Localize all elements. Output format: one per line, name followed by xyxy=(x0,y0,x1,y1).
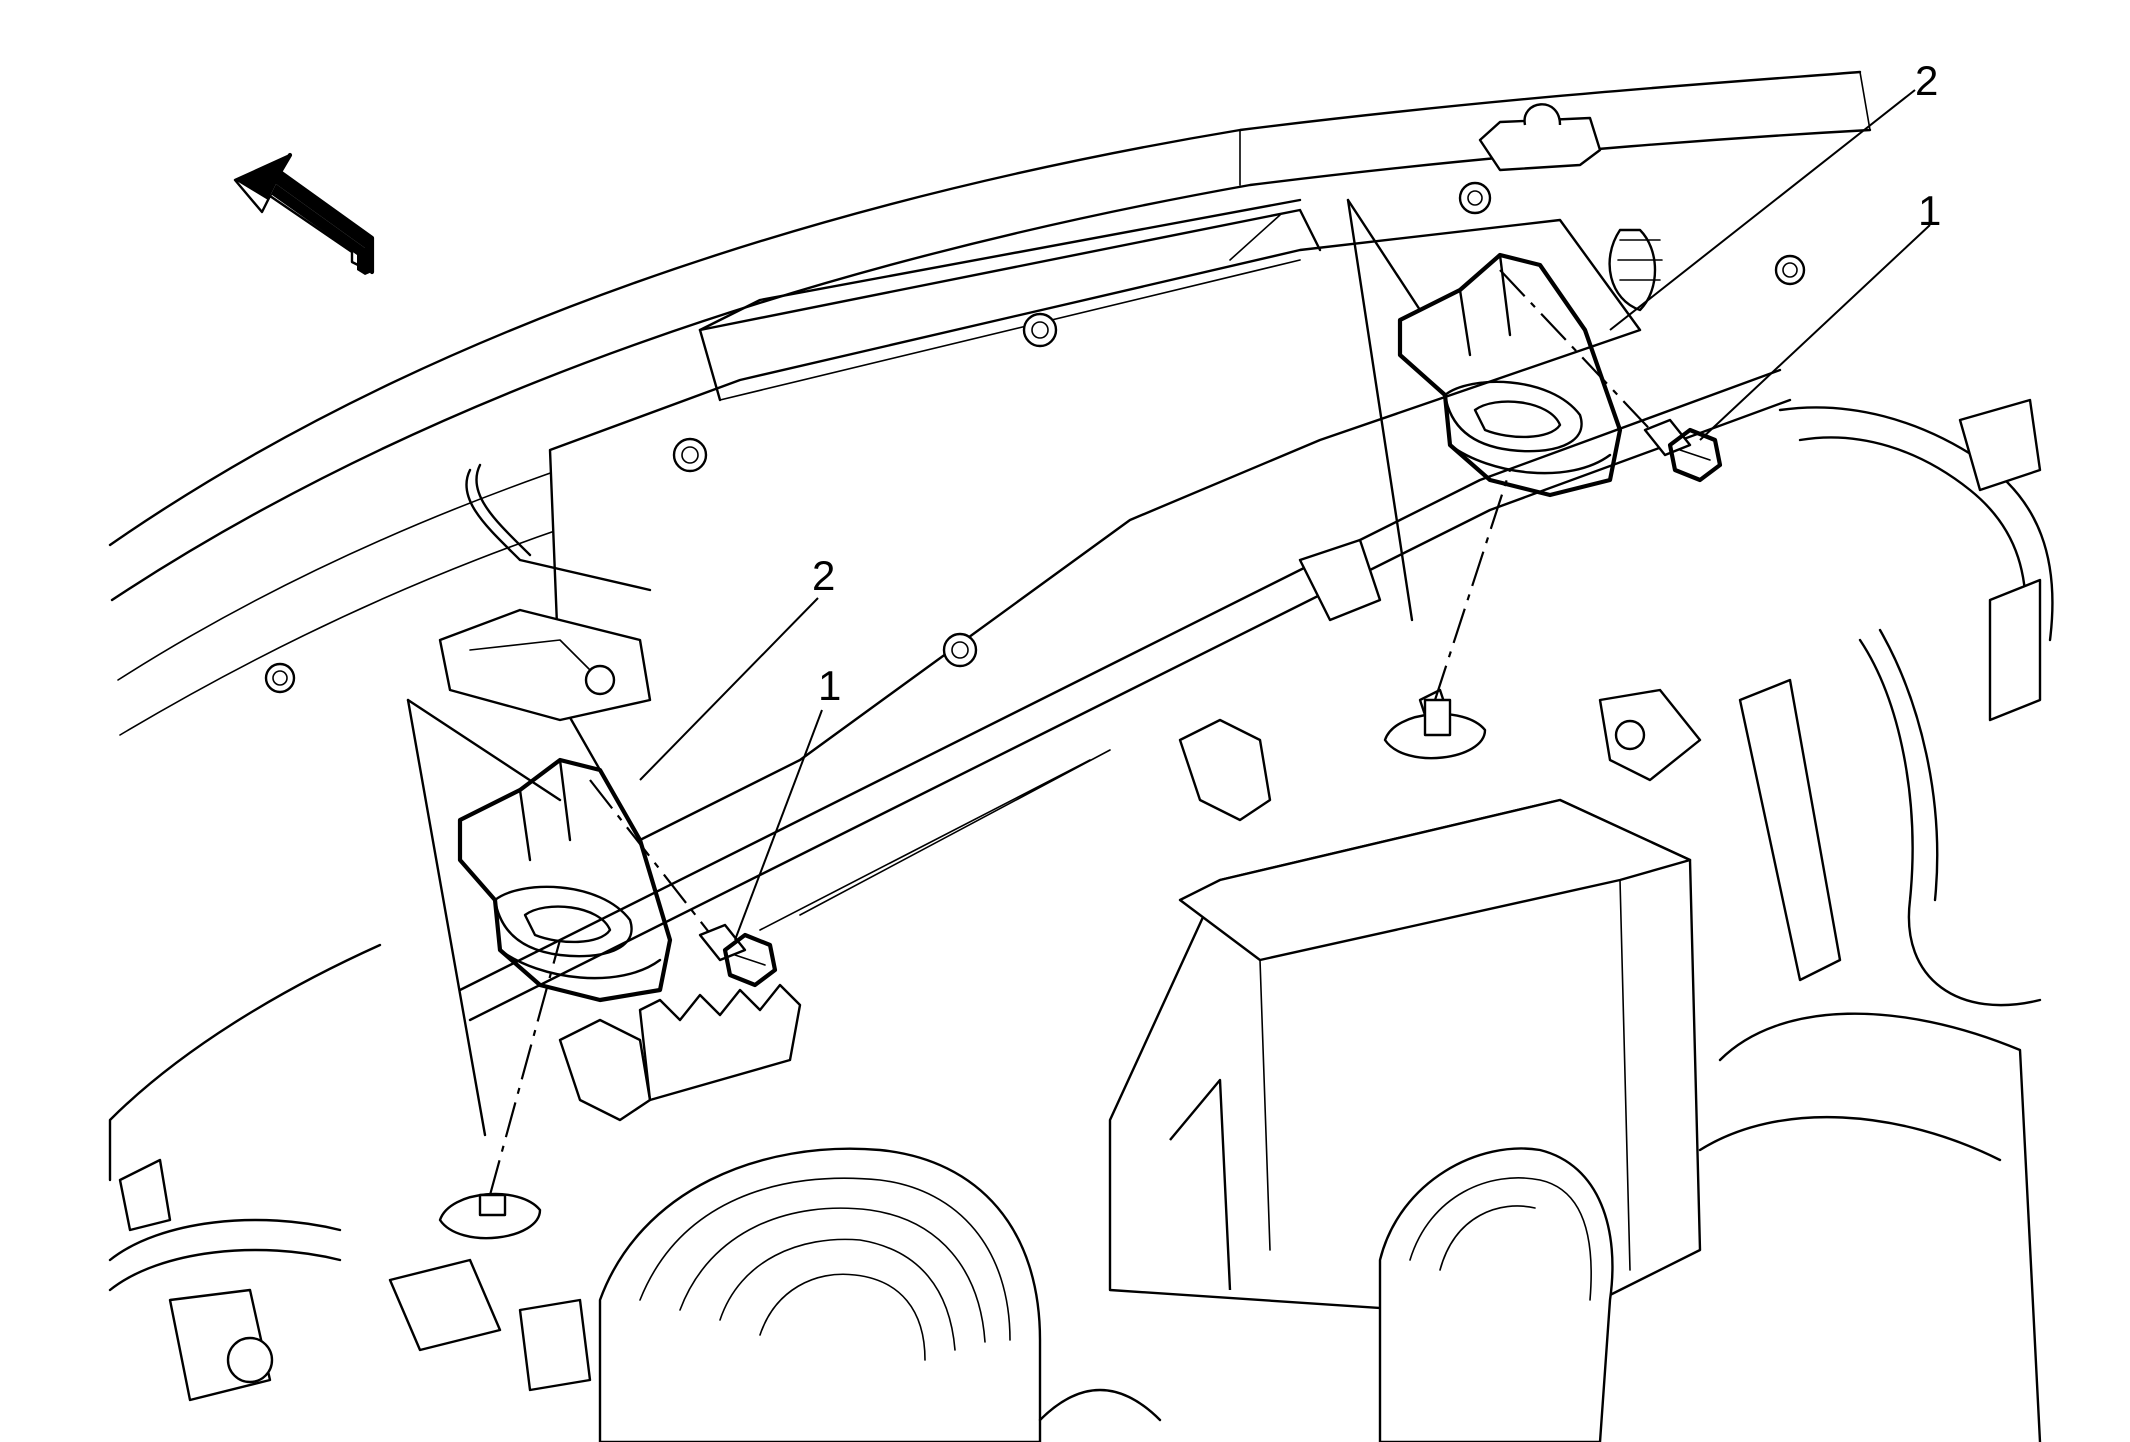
hood-edge xyxy=(108,70,1872,1182)
core-support xyxy=(458,368,1792,1122)
view-triangle-right xyxy=(1346,198,1422,622)
intake-duct-left xyxy=(598,1147,1042,1442)
view-triangle-left xyxy=(406,698,562,1137)
bolt-icon xyxy=(698,923,778,988)
engine-left-components xyxy=(108,1158,1162,1422)
hood-latch xyxy=(438,463,652,722)
horn-mount-right xyxy=(1383,698,1487,760)
horn-icon xyxy=(457,757,673,1003)
callout-label-bolt-left: 1 xyxy=(818,662,841,709)
grommets xyxy=(264,181,1806,694)
forward-direction-arrow-icon xyxy=(233,152,375,275)
horn-mount-left xyxy=(438,1192,542,1240)
callout-label-horn-right: 2 xyxy=(1915,57,1938,104)
horn-icon xyxy=(1397,252,1623,498)
callout-label-bolt-right: 1 xyxy=(1918,187,1941,234)
intake-duct-right xyxy=(1378,1147,1614,1442)
bolt-icon xyxy=(1643,418,1723,483)
engine-right-components xyxy=(1298,398,2054,1442)
hood-bumper xyxy=(1478,103,1663,312)
radiator-support-cover xyxy=(264,181,1806,842)
callout-leaders xyxy=(639,89,1931,941)
installation-lines xyxy=(488,269,1661,1196)
callout-label-horn-left: 2 xyxy=(812,552,835,599)
